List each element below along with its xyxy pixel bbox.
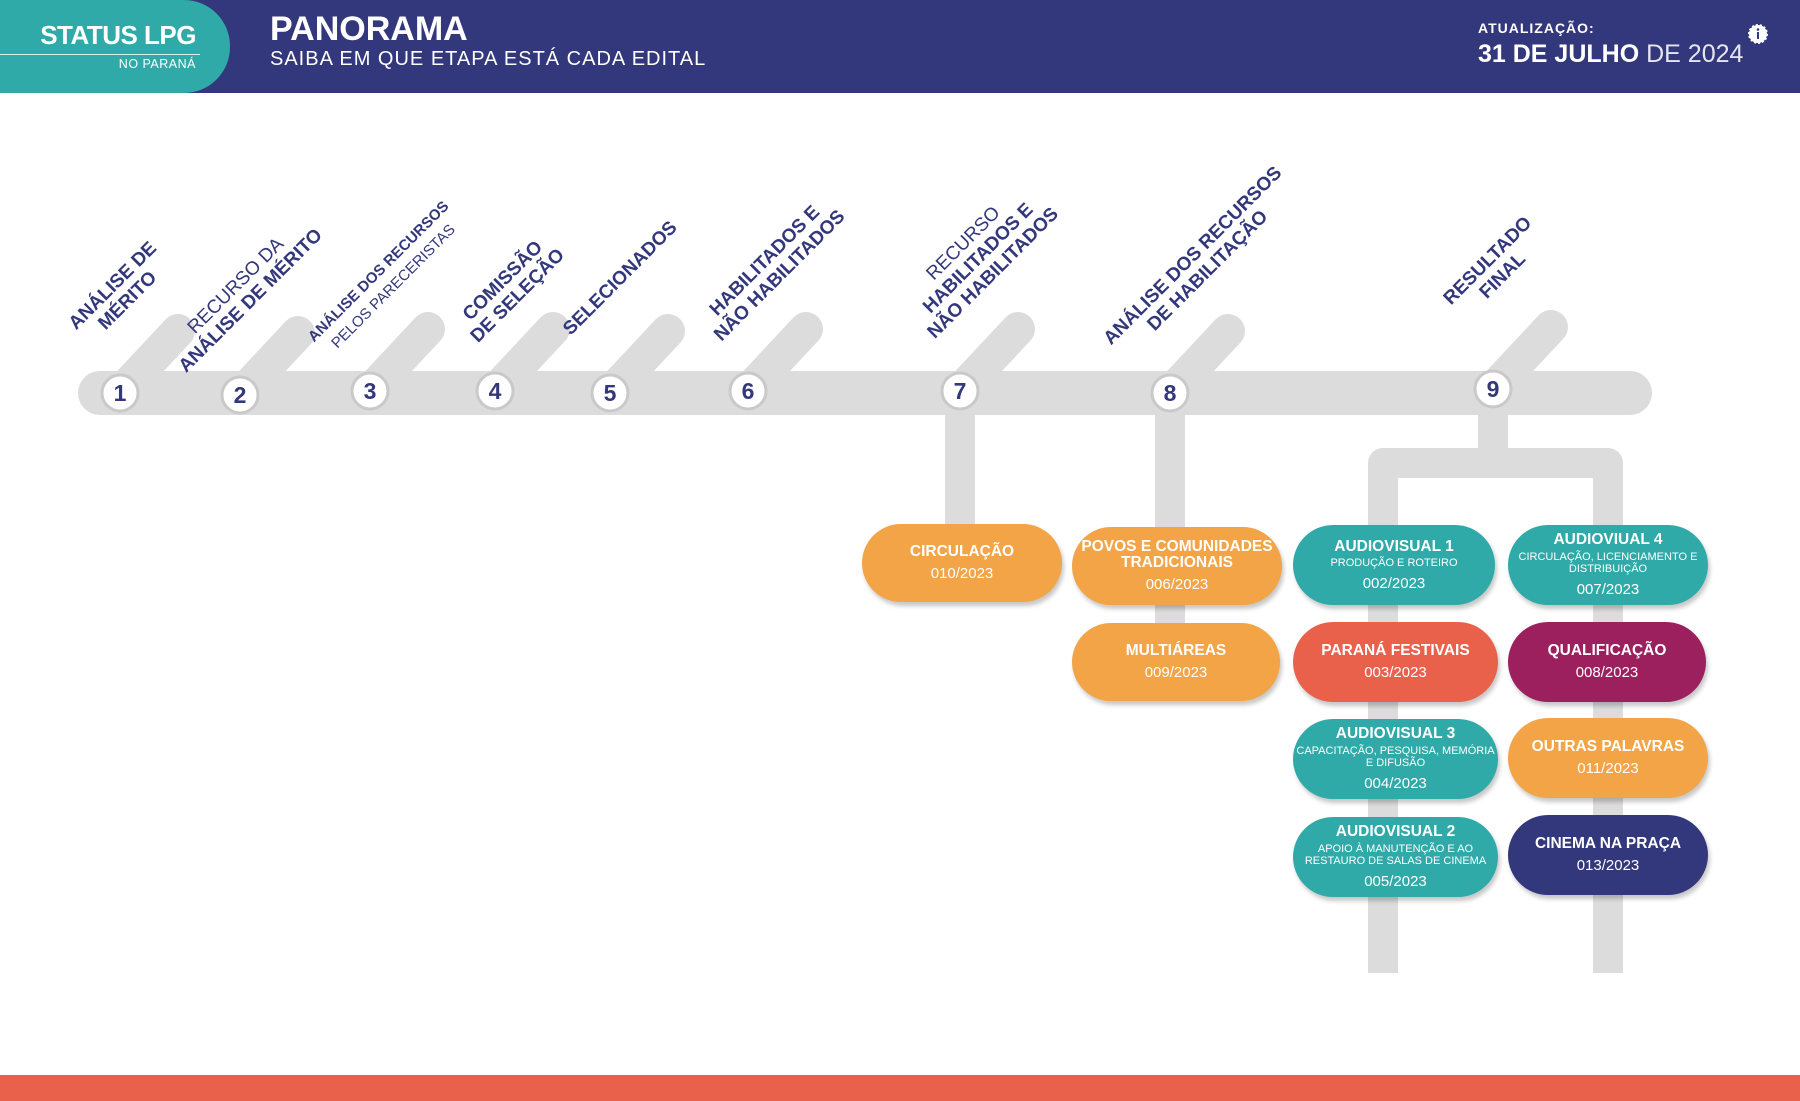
brand-title: STATUS LPG — [40, 20, 196, 50]
step-number: 1 — [114, 380, 127, 406]
header-bar: STATUS LPG NO PARANÁ PANORAMA SAIBA EM Q… — [0, 0, 1800, 93]
brand-badge: STATUS LPG NO PARANÁ — [0, 0, 230, 93]
step-number: 2 — [234, 382, 247, 408]
step-node — [100, 373, 140, 413]
step-node — [728, 371, 768, 411]
edital-name: CIRCULAÇÃO — [909, 542, 1015, 560]
edital-card[interactable]: POVOS E COMUNIDADES TRADICIONAIS 006/2023 — [1072, 527, 1282, 605]
update-label: ATUALIZAÇÃO: — [1478, 20, 1595, 36]
edital-card[interactable]: PARANÁ FESTIVAIS 003/2023 — [1293, 622, 1498, 702]
step-node — [1473, 369, 1513, 409]
step-node — [350, 371, 390, 411]
step-number: 9 — [1487, 376, 1500, 402]
edital-name: MULTIÁREAS — [1125, 641, 1227, 659]
edital-name: PARANÁ FESTIVAIS — [1321, 641, 1470, 659]
step-number: 8 — [1164, 380, 1177, 406]
step-number: 7 — [954, 378, 967, 404]
edital-card[interactable]: MULTIÁREAS 009/2023 — [1072, 623, 1280, 701]
step-label: DE HABILITAÇÃO — [1143, 206, 1272, 336]
edital-name: OUTRAS PALAVRAS — [1531, 737, 1685, 755]
edital-card[interactable]: OUTRAS PALAVRAS 011/2023 — [1508, 718, 1708, 798]
step-node — [590, 373, 630, 413]
edital-code: 006/2023 — [1145, 576, 1209, 594]
step-number: 5 — [604, 380, 617, 406]
edital-name: AUDIOVISUAL 3 — [1335, 725, 1456, 743]
footer-bar — [0, 1075, 1800, 1101]
edital-name: CINEMA NA PRAÇA — [1534, 834, 1682, 852]
brand-subtitle: NO PARANÁ — [118, 57, 196, 71]
edital-code: 004/2023 — [1364, 774, 1427, 792]
edital-card[interactable]: CINEMA NA PRAÇA 013/2023 — [1508, 815, 1708, 895]
edital-code: 013/2023 — [1576, 857, 1640, 875]
edital-description: CAPACITAÇÃO, PESQUISA, MEMÓRIA E DIFUSÃO — [1296, 744, 1495, 770]
edital-code: 005/2023 — [1364, 872, 1427, 890]
step-nodes: 1 2 3 4 5 6 7 8 9 — [100, 369, 1513, 415]
edital-code: 007/2023 — [1576, 580, 1640, 598]
info-gear-icon[interactable] — [1748, 24, 1768, 44]
page-subtitle: SAIBA EM QUE ETAPA ESTÁ CADA EDITAL — [270, 48, 707, 70]
edital-description: PRODUÇÃO E ROTEIRO — [1330, 556, 1458, 569]
step-label: ANÁLISE DE MÉRITO — [174, 224, 327, 377]
page-title: PANORAMA — [270, 10, 468, 48]
edital-description: CIRCULAÇÃO, LICENCIAMENTO E DISTRIBUIÇÃO — [1518, 550, 1698, 576]
edital-code: 010/2023 — [930, 565, 994, 583]
edital-code: 002/2023 — [1362, 574, 1426, 592]
step-label: NÃO HABILITADOS — [709, 205, 849, 345]
step-number: 6 — [742, 378, 755, 404]
edital-name: AUDIOVISUAL 1 — [1334, 537, 1454, 555]
update-date: 31 DE JULHO DE 2024 — [1478, 40, 1743, 69]
edital-card[interactable]: CIRCULAÇÃO 010/2023 — [862, 524, 1062, 602]
brand-divider — [0, 54, 200, 55]
step-node — [1150, 373, 1190, 413]
edital-name: AUDIOVISUAL 2 — [1335, 823, 1456, 841]
edital-name: QUALIFICAÇÃO — [1547, 641, 1667, 659]
edital-code: 009/2023 — [1144, 664, 1208, 682]
edital-card[interactable]: QUALIFICAÇÃO 008/2023 — [1508, 622, 1706, 702]
step-label: ANÁLISE DOS RECURSOS — [1099, 162, 1286, 349]
edital-code: 003/2023 — [1364, 664, 1427, 682]
edital-name: AUDIOVIUAL 4 — [1553, 531, 1663, 549]
edital-name: POVOS E COMUNIDADES TRADICIONAIS — [1081, 537, 1273, 572]
edital-code: 011/2023 — [1577, 760, 1639, 778]
edital-description: APOIO À MANUTENÇÃO E AO RESTAURO DE SALA… — [1304, 842, 1487, 868]
step-node — [940, 371, 980, 411]
update-date-bold: 31 DE JULHO — [1478, 40, 1640, 68]
step-number: 4 — [489, 378, 502, 404]
edital-code: 008/2023 — [1575, 664, 1639, 682]
update-date-light: DE 2024 — [1646, 40, 1744, 68]
step-node — [220, 375, 260, 415]
step-node — [475, 371, 515, 411]
step-number: 3 — [364, 378, 377, 404]
